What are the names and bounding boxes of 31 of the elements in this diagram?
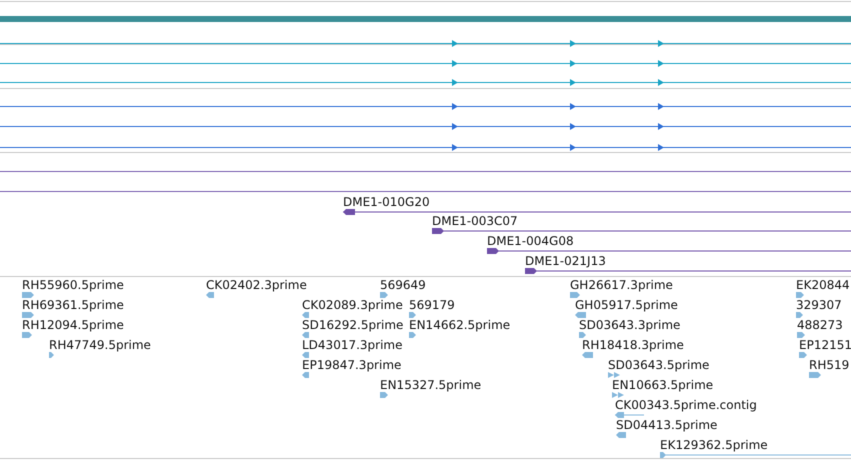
- feature-label: SD04413.5prime: [616, 418, 718, 432]
- feature-label: RH18418.3prime: [582, 338, 684, 352]
- feature-label: 329307: [796, 298, 842, 312]
- feature-label: EK20844: [796, 278, 850, 292]
- feature-label: RH47749.5prime: [49, 338, 151, 352]
- feature-label: SD03643.5prime: [608, 358, 710, 372]
- feature-label: LD43017.3prime: [302, 338, 403, 352]
- feature-label: CK02089.3prime: [302, 298, 403, 312]
- feature-label: SD16292.5prime: [302, 318, 404, 332]
- feature-label: DME1-010G20: [343, 195, 430, 209]
- feature-label: DME1-003C07: [432, 214, 518, 228]
- feature-label: RH519: [809, 358, 850, 372]
- feature-label: EP19847.3prime: [302, 358, 402, 372]
- feature-label: CK02402.3prime: [206, 278, 307, 292]
- feature-label: DME1-004G08: [487, 234, 574, 248]
- feature-label: 569649: [380, 278, 426, 292]
- feature-label: 488273: [797, 318, 843, 332]
- feature-label: RH12094.5prime: [22, 318, 124, 332]
- feature-label: CK00343.5prime.contig: [615, 398, 757, 412]
- feature-label: EP12151: [799, 338, 851, 352]
- feature-label: EK129362.5prime: [660, 438, 768, 452]
- feature-label: DME1-021J13: [525, 254, 606, 268]
- feature-label: EN14662.5prime: [409, 318, 510, 332]
- feature-label: RH69361.5prime: [22, 298, 124, 312]
- feature-label: 569179: [409, 298, 455, 312]
- feature-label: RH55960.5prime: [22, 278, 124, 292]
- feature-label: SD03643.3prime: [579, 318, 680, 332]
- feature-label: GH05917.5prime: [575, 298, 678, 312]
- feature-label: EN15327.5prime: [380, 378, 482, 392]
- feature-label: EN10663.5prime: [612, 378, 714, 392]
- feature-label: GH26617.3prime: [570, 278, 673, 292]
